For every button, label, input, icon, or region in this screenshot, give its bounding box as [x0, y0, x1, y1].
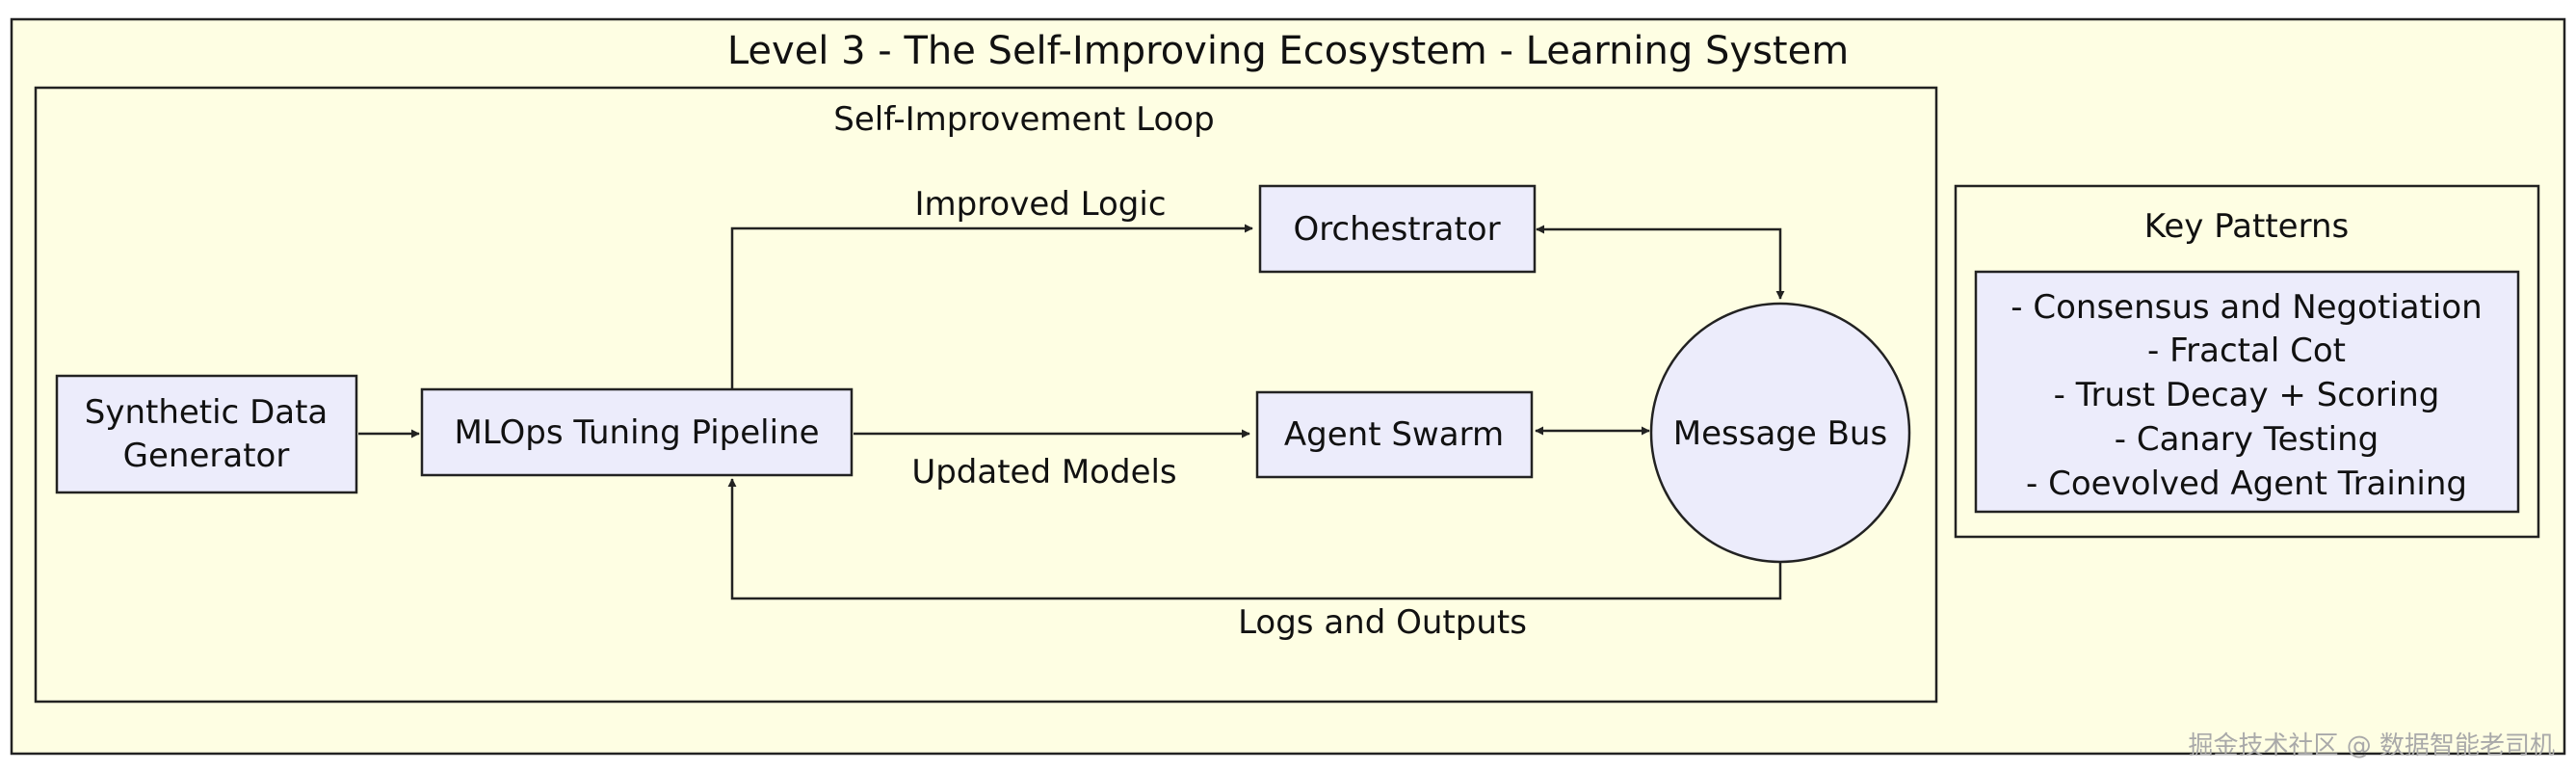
watermark-text: 掘金技术社区 @ 数据智能老司机: [2188, 731, 2555, 760]
pattern-item: - Fractal Cot: [2147, 332, 2346, 370]
pattern-item: - Trust Decay + Scoring: [2054, 376, 2440, 414]
edge-label-logs-outputs: Logs and Outputs: [1238, 603, 1527, 642]
node-label-line: Generator: [123, 437, 290, 475]
edge-label-improved-logic: Improved Logic: [914, 185, 1166, 224]
edge-orchestrator-bus: [1536, 225, 1785, 300]
key-patterns-title: Key Patterns: [2144, 207, 2349, 246]
loop-label: Self-Improvement Loop: [833, 100, 1214, 139]
node-mlops-tuning-pipeline: MLOps Tuning Pipeline: [420, 387, 854, 477]
edge-improved-logic: [730, 224, 1253, 388]
pattern-item: - Canary Testing: [2115, 420, 2379, 459]
pattern-item: - Consensus and Negotiation: [2011, 288, 2482, 327]
node-label: Orchestrator: [1293, 210, 1500, 249]
node-label: MLOps Tuning Pipeline: [454, 413, 819, 452]
pattern-item: - Coevolved Agent Training: [2026, 465, 2467, 503]
node-label: Agent Swarm: [1284, 415, 1504, 454]
edge-label-updated-models: Updated Models: [911, 453, 1176, 492]
key-patterns-box: - Consensus and Negotiation - Fractal Co…: [1974, 270, 2520, 514]
node-message-bus: Message Bus: [1649, 302, 1911, 564]
node-synthetic-data-generator: Synthetic Data Generator: [55, 374, 358, 494]
node-label-line: Synthetic Data: [85, 393, 329, 432]
node-label: Message Bus: [1673, 414, 1887, 453]
edge-logs-outputs: [727, 478, 1782, 600]
node-agent-swarm: Agent Swarm: [1255, 390, 1534, 479]
diagram-title: Level 3 - The Self-Improving Ecosystem -…: [727, 29, 1849, 73]
node-orchestrator: Orchestrator: [1258, 184, 1537, 274]
